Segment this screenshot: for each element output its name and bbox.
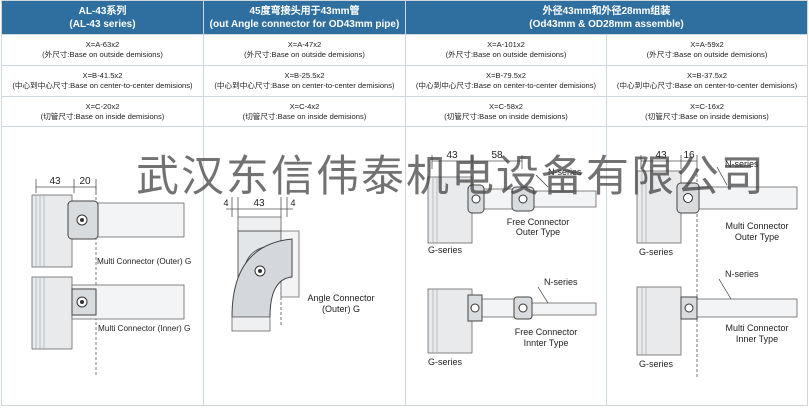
free-outer-label-line2: Outer Type	[516, 227, 560, 237]
header-row: AL-43系列 (AL-43 series) 45度弯接头用于43mm管 (ou…	[1, 0, 809, 35]
formula-row-center: X=B-41.5x2(中心到中心尺寸:Base on center-to-cen…	[1, 65, 809, 97]
aluminum-profile	[636, 170, 682, 244]
header-od-assemble: 外径43mm和外径28mm组装 (Od43mm & OD28mm assembl…	[404, 0, 809, 35]
g-series-label: G-series	[639, 359, 674, 369]
header-od-title: 外径43mm和外径28mm组装	[542, 5, 671, 17]
header-al43-subtitle: (AL-43 series)	[69, 18, 136, 30]
aluminum-profile	[31, 276, 73, 350]
figure-al43-multi-connector: 43 20 Multi Connector (Outer) G Multi Co…	[1, 126, 204, 406]
bolt-icon	[80, 300, 84, 304]
bolt-icon	[471, 194, 481, 204]
header-al43-series: AL-43系列 (AL-43 series)	[1, 0, 204, 35]
n-series-label: N-series	[725, 159, 759, 169]
angle-connector-drawing: 4 43 4 Angle Connector (Outer) G	[223, 197, 375, 332]
formula-cell: X=A-59x2(外尺寸:Base on outside demisions)	[605, 34, 809, 66]
header-angle-subtitle: (out Angle connector for OD43mm pipe)	[209, 18, 400, 30]
free-connector-drawing: 43 58 N-series G-series Free Connector O…	[427, 150, 597, 367]
aluminum-profile	[427, 176, 473, 244]
free-outer-label-line1: Free Connector	[507, 217, 570, 227]
n-series-label: N-series	[548, 167, 582, 177]
header-angle-title: 45度弯接头用于43mm管	[249, 5, 360, 17]
bolt-icon	[683, 193, 693, 203]
bolt-icon	[470, 303, 480, 313]
formula-cell: X=A-47x2(外尺寸:Base on outside demisions)	[203, 34, 406, 66]
dim-label: 43	[49, 176, 61, 187]
bolt-icon	[684, 303, 694, 313]
aluminum-profile	[427, 288, 473, 354]
formula-cell: X=B-79.5x2(中心到中心尺寸:Base on center-to-cen…	[405, 65, 607, 97]
figure-row: 43 20 Multi Connector (Outer) G Multi Co…	[1, 126, 809, 406]
formula-cell: X=B-25.5x2(中心到中心尺寸:Base on center-to-cen…	[203, 65, 406, 97]
multi-outer-label-line1: Multi Connector	[725, 221, 788, 231]
bolt-icon	[80, 218, 84, 222]
formula-cell: X=C-4x2(切管尺寸:Base on inside demisions)	[203, 96, 406, 127]
label-inner: Multi Connector (Inner) G	[98, 324, 190, 333]
dim-label: 4	[223, 198, 228, 208]
dim-label: 43	[655, 150, 667, 161]
figure-multi-connector: 43 16 N-series Multi Connector Outer Typ…	[605, 126, 809, 406]
multi-inner-label-line2: Inner Type	[736, 334, 778, 344]
n-series-label: N-series	[725, 269, 759, 279]
dim-label: 43	[446, 150, 458, 161]
bolt-icon	[258, 269, 262, 273]
formula-row-outside: X=A-63x2(外尺寸:Base on outside demisions) …	[1, 34, 809, 66]
al43-connector-drawing: 43 20 Multi Connector (Outer) G Multi Co…	[31, 176, 191, 377]
multi-inner-label-line1: Multi Connector	[725, 323, 788, 333]
formula-cell: X=B-41.5x2(中心到中心尺寸:Base on center-to-cen…	[1, 65, 204, 97]
g-series-label: G-series	[428, 245, 463, 255]
aluminum-profile	[31, 194, 73, 268]
pipe	[237, 216, 282, 232]
dim-label: 43	[253, 198, 265, 209]
multi-connector-drawing: 43 16 N-series Multi Connector Outer Typ…	[636, 150, 798, 377]
formula-cell: X=C-58x2(切管尺寸:Base on inside demisions)	[405, 96, 607, 127]
bolt-icon	[518, 194, 528, 204]
angle-label-line1: Angle Connector	[307, 293, 374, 303]
pipe-n-series	[531, 190, 597, 208]
formula-cell: X=A-63x2(外尺寸:Base on outside demisions)	[1, 34, 204, 66]
aluminum-profile	[636, 286, 682, 356]
figure-angle-connector: 4 43 4 Angle Connector (Outer) G	[203, 126, 406, 406]
formula-row-inside: X=C-20x2(切管尺寸:Base on inside demisions) …	[1, 96, 809, 127]
free-inner-label-line2: Innter Type	[524, 338, 569, 348]
n-series-label: N-series	[544, 277, 578, 287]
dim-label: 58	[491, 150, 503, 161]
multi-outer-label-line2: Outer Type	[735, 232, 779, 242]
formula-cell: X=C-20x2(切管尺寸:Base on inside demisions)	[1, 96, 204, 127]
g-series-label: G-series	[639, 247, 674, 257]
formula-cell: X=B-37.5x2(中心到中心尺寸:Base on center-to-cen…	[605, 65, 809, 97]
pipe-n-series	[531, 302, 597, 316]
header-od-subtitle: (Od43mm & OD28mm assemble)	[529, 18, 684, 30]
figure-free-connector: 43 58 N-series G-series Free Connector O…	[405, 126, 607, 406]
angle-label-line2: (Outer) G	[322, 304, 360, 314]
header-al43-title: AL-43系列	[78, 5, 127, 17]
dim-label: 20	[79, 176, 91, 187]
pipe	[231, 316, 271, 332]
label-outer: Multi Connector (Outer) G	[97, 257, 191, 266]
free-inner-label-line1: Free Connector	[515, 327, 578, 337]
formula-cell: X=A-101x2(外尺寸:Base on outside demisions)	[405, 34, 607, 66]
angle-connector-outer	[231, 238, 293, 318]
pipe-n-series	[680, 298, 798, 318]
header-angle-connector: 45度弯接头用于43mm管 (out Angle connector for O…	[203, 0, 406, 35]
formula-cell: X=C-16x2(切管尺寸:Base on inside demisions)	[605, 96, 809, 127]
bolt-icon	[518, 303, 528, 313]
dim-label: 16	[683, 150, 695, 161]
dim-label: 4	[290, 198, 295, 208]
g-series-label: G-series	[428, 357, 463, 367]
